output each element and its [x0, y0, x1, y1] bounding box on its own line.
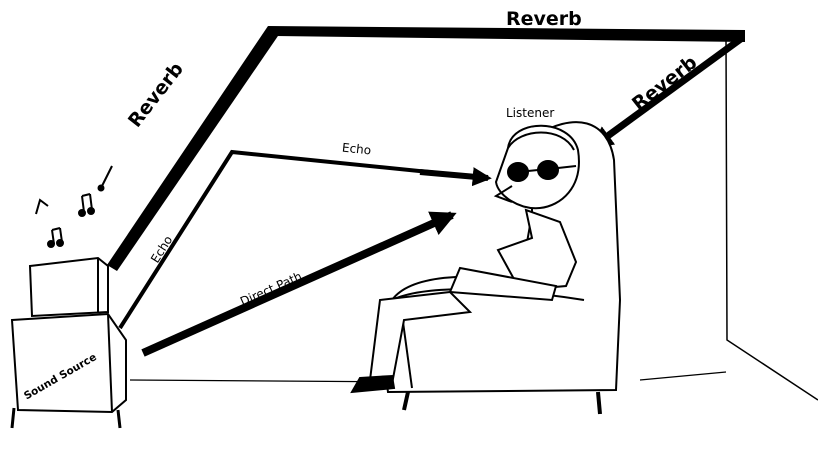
music-notes-icon: [36, 166, 112, 247]
echo-arrow: [420, 172, 488, 178]
speaker-icon: [12, 258, 126, 428]
reverb-path-left: [107, 26, 280, 271]
reverb-label-top: Reverb: [506, 8, 582, 30]
echo-label-upper: Echo: [341, 141, 371, 158]
listener-label: Listener: [506, 106, 554, 120]
